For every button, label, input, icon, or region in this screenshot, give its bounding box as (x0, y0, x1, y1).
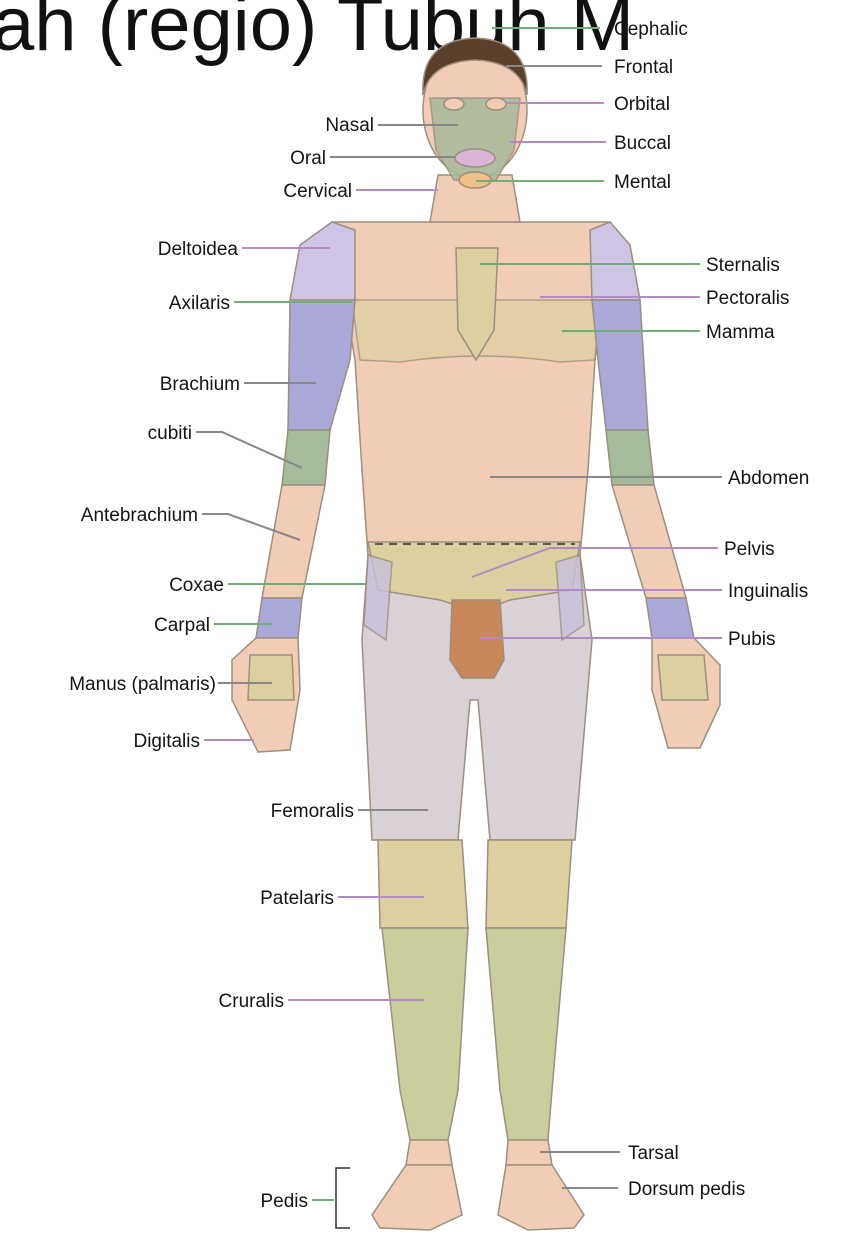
label-dorsum-pedis: Dorsum pedis (628, 1179, 745, 1200)
label-oral: Oral (290, 148, 326, 169)
label-brachium: Brachium (160, 374, 240, 395)
label-pedis: Pedis (260, 1191, 308, 1212)
label-frontal: Frontal (614, 57, 673, 78)
label-mamma: Mamma (706, 322, 775, 343)
label-sternalis: Sternalis (706, 255, 780, 276)
elbow-left (282, 430, 330, 485)
wrist-left (256, 598, 302, 638)
label-deltoidea: Deltoidea (158, 239, 239, 260)
pedis-bracket (336, 1168, 350, 1228)
label-buccal: Buccal (614, 133, 671, 154)
upper-arm-left (288, 300, 355, 430)
forearm-left (262, 485, 325, 598)
label-abdomen: Abdomen (728, 468, 809, 489)
body-figure (232, 38, 720, 1230)
label-orbital: Orbital (614, 94, 670, 115)
mouth-region (455, 149, 495, 167)
label-cervical: Cervical (283, 181, 352, 202)
label-axilaris: Axilaris (169, 293, 230, 314)
knee-region-right (486, 840, 572, 928)
deltoid-right (590, 222, 640, 300)
label-pectoralis: Pectoralis (706, 288, 789, 309)
label-mental: Mental (614, 172, 671, 193)
shin-region-right (486, 928, 566, 1140)
palm-left (248, 655, 294, 700)
wrist-right (646, 598, 694, 638)
label-patelaris: Patelaris (260, 888, 334, 909)
label-pubis: Pubis (728, 629, 776, 650)
page-title: ah (regio) Tubuh M (0, 0, 634, 67)
label-nasal: Nasal (325, 115, 374, 136)
label-cubiti: cubiti (148, 423, 192, 444)
label-manus: Manus (palmaris) (69, 674, 216, 695)
eye-right (486, 98, 506, 110)
label-cruralis: Cruralis (219, 991, 284, 1012)
upper-arm-right (592, 300, 648, 430)
label-inguinalis: Inguinalis (728, 581, 808, 602)
forearm-right (612, 485, 686, 598)
label-carpal: Carpal (154, 615, 210, 636)
eye-left (444, 98, 464, 110)
label-pelvis: Pelvis (724, 539, 775, 560)
label-digitalis: Digitalis (133, 731, 200, 752)
palm-right (658, 655, 708, 700)
foot-left (372, 1165, 462, 1230)
label-cephalic: Cephalic (614, 19, 688, 40)
ankle-region-left (406, 1140, 452, 1165)
label-antebrachium: Antebrachium (81, 505, 198, 526)
shin-region-left (382, 928, 468, 1140)
deltoid-left (290, 222, 355, 300)
foot-right (498, 1165, 584, 1230)
knee-region-left (378, 840, 468, 928)
label-coxae: Coxae (169, 575, 224, 596)
label-femoralis: Femoralis (271, 801, 354, 822)
label-tarsal: Tarsal (628, 1143, 679, 1164)
